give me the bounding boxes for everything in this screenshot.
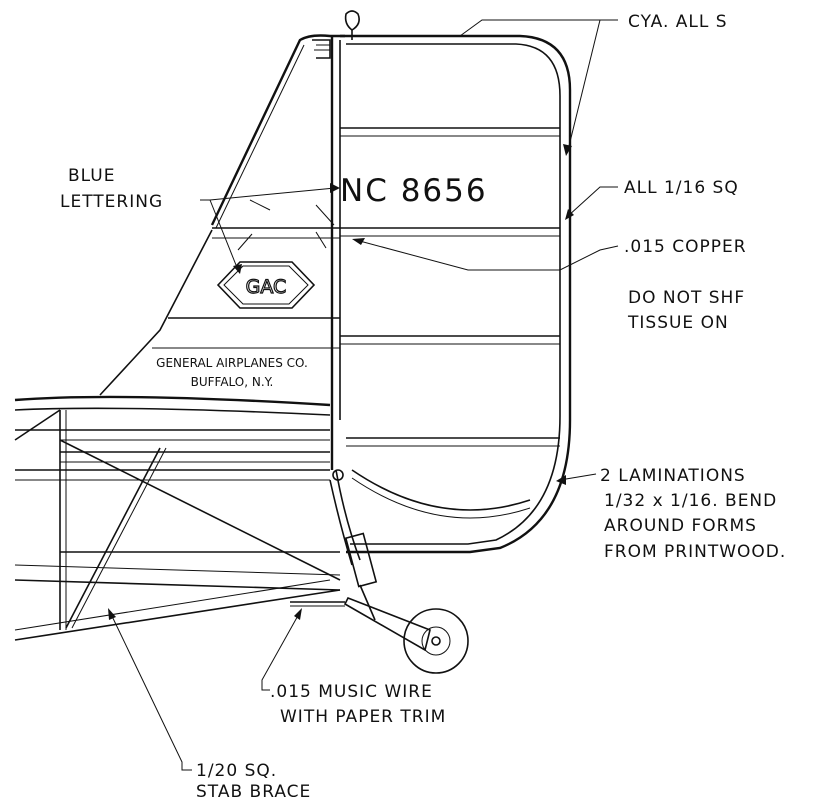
all-sq-note: ALL 1/16 SQ [624,178,739,198]
laminations-line2: 1/32 x 1/16. BEND [604,491,777,511]
rudder-outline [340,10,572,554]
leader-lines [108,19,619,771]
laminations-line3: AROUND FORMS [604,516,757,536]
do-not-note-line1: DO NOT SHF [628,288,745,308]
maker-name: GENERAL AIRPLANES CO. [156,356,308,370]
fuselage-framing [14,395,341,641]
stab-brace-line2: STAB BRACE [196,782,311,802]
blue-lettering-line2: LETTERING [60,192,163,212]
cya-note: CYA. ALL S [628,12,728,32]
stab-brace-line1: 1/20 SQ. [196,761,277,781]
callouts: CYA. ALL S ALL 1/16 SQ .015 COPPER DO NO… [60,12,786,802]
blue-lettering-line1: BLUE [68,166,115,186]
laminations-line1: 2 LAMINATIONS [600,466,746,486]
music-wire-line1: .015 MUSIC WIRE [270,682,433,702]
do-not-note-line2: TISSUE ON [627,313,729,333]
gac-logo-text: GAC [246,276,287,298]
copper-note: .015 COPPER [624,237,747,257]
tail-wheel-assembly [290,469,469,674]
laminations-line4: FROM PRINTWOOD. [604,542,786,562]
music-wire-line2: WITH PAPER TRIM [280,707,446,727]
gac-logo: GAC [216,261,316,309]
registration-number: NC 8656 [340,173,488,209]
maker-location: BUFFALO, N.Y. [191,375,274,389]
fin-structure [99,34,345,470]
